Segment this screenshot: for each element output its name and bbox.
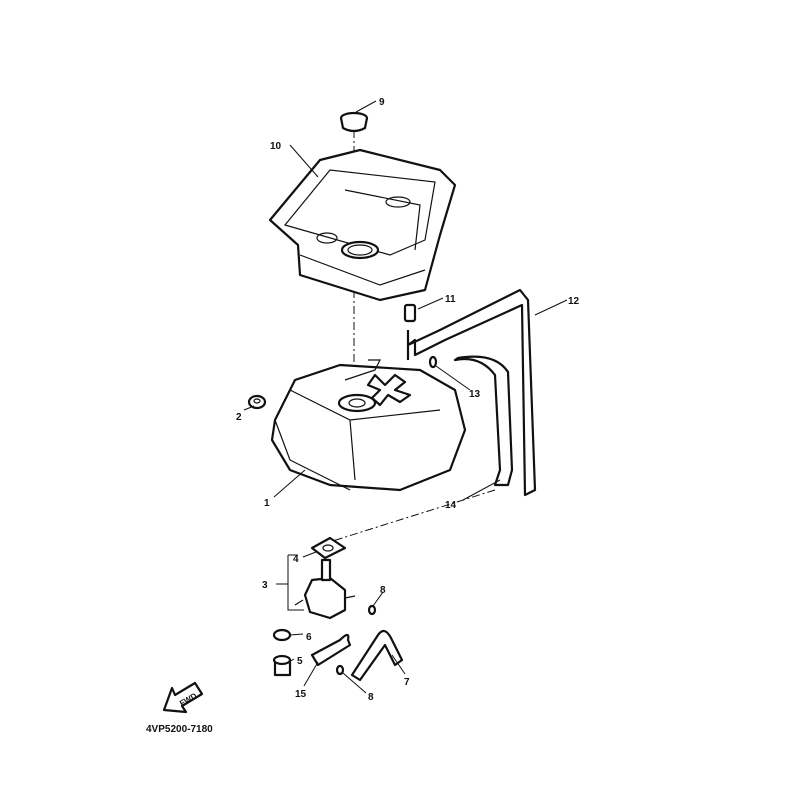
label-part-10: 10: [270, 141, 282, 152]
hose-part-15: [310, 633, 352, 667]
tray-part-10: [268, 148, 457, 302]
label-part-7: 7: [404, 677, 410, 688]
label-part-8-lower: 8: [368, 692, 374, 703]
drawing-code: 4VP5200-7180: [146, 724, 213, 735]
label-part-5: 5: [297, 656, 303, 667]
fitting-part-11: [403, 303, 417, 323]
label-part-6: 6: [306, 632, 312, 643]
label-part-4: 4: [293, 554, 299, 565]
label-part-14: 14: [445, 500, 457, 511]
label-part-15: 15: [295, 689, 307, 700]
hose-part-12: [406, 288, 537, 497]
clip-part-13: [428, 355, 438, 369]
bolt-part-5: [272, 654, 292, 677]
hose-part-7: [350, 629, 404, 682]
label-part-11: 11: [445, 294, 456, 305]
clip-part-8-lower: [335, 664, 345, 676]
washer-part-6: [272, 628, 292, 642]
label-part-1: 1: [264, 498, 270, 509]
leader-lines: [243, 100, 568, 694]
fuel-tank-part-1: [270, 359, 467, 492]
fuel-cock-part-3: [294, 536, 356, 620]
grommet-part-2: [247, 394, 267, 410]
label-part-8-upper: 8: [380, 585, 386, 596]
forward-direction-arrow: FWD: [162, 681, 204, 714]
cap-part-9: [339, 111, 369, 133]
label-part-2: 2: [236, 412, 242, 423]
label-part-13: 13: [469, 389, 481, 400]
label-part-12: 12: [568, 296, 580, 307]
label-part-9: 9: [379, 97, 385, 108]
hose-part-14: [453, 355, 514, 487]
assembly-axis-lower: [319, 489, 496, 546]
clip-part-8-upper: [367, 604, 377, 616]
label-part-3: 3: [262, 580, 268, 591]
